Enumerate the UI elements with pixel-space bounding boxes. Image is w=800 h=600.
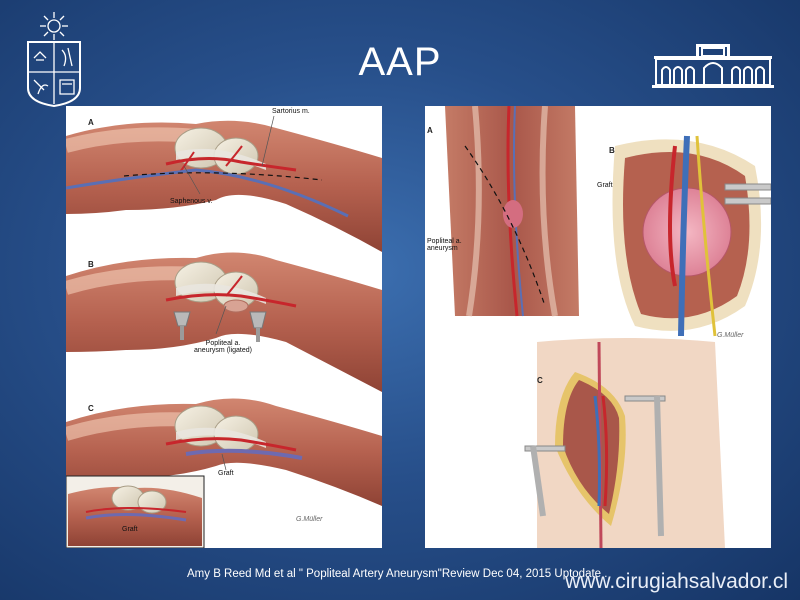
slide-title: AAP	[358, 40, 442, 84]
left-surgical-figure: A Sartorius m. Saphenous v. B Popliteal …	[66, 106, 382, 548]
left-panel-c-leg	[66, 398, 382, 506]
left-panel-b-label: B	[88, 260, 94, 269]
popliteal-aneurysm-line2: aneurysm	[427, 245, 458, 252]
artist-signature: G.Müller	[296, 516, 323, 523]
right-surgical-figure: A Popliteal a. aneurysm B Graft G.Müller…	[425, 106, 771, 548]
left-panel-c-label: C	[88, 404, 94, 413]
sartorius-label: Sartorius m.	[272, 108, 310, 115]
right-figure-illustration	[445, 106, 771, 548]
right-panel-c-label: C	[537, 376, 543, 385]
right-artist-signature: G.Müller	[717, 332, 744, 339]
left-figure-illustration	[66, 115, 382, 548]
right-graft-label: Graft	[597, 182, 613, 189]
popliteal-aneurysm-label: Popliteal a. aneurysm	[427, 238, 462, 252]
right-panel-b-operative-field	[612, 135, 771, 337]
left-panel-a-label: A	[88, 118, 94, 127]
right-panel-b-label: B	[609, 146, 615, 155]
right-panel-a-label: A	[427, 126, 433, 135]
popliteal-aneurysm-line1: Popliteal a.	[427, 238, 462, 245]
left-panel-c-inset	[66, 475, 205, 548]
graft-label: Graft	[218, 470, 234, 477]
left-panel-a-leg	[66, 115, 382, 252]
hospital-building-logo	[652, 42, 774, 90]
saphenous-label: Saphenous v.	[170, 198, 213, 205]
inset-graft-label: Graft	[122, 526, 138, 533]
popliteal-ligated-line2: aneurysm (ligated)	[194, 347, 252, 354]
university-seal-logo	[24, 10, 84, 108]
right-panel-c-incision	[524, 338, 725, 548]
left-panel-b-leg	[66, 252, 382, 392]
right-panel-a-knee	[445, 106, 579, 317]
popliteal-ligated-line1: Popliteal a.	[205, 340, 241, 347]
popliteal-aneurysm-ligated-label: Popliteal a. aneurysm (ligated)	[178, 340, 268, 354]
citation-text: Amy B Reed Md et al " Popliteal Artery A…	[187, 568, 608, 580]
website-url: www.cirugiahsalvador.cl	[565, 570, 788, 593]
